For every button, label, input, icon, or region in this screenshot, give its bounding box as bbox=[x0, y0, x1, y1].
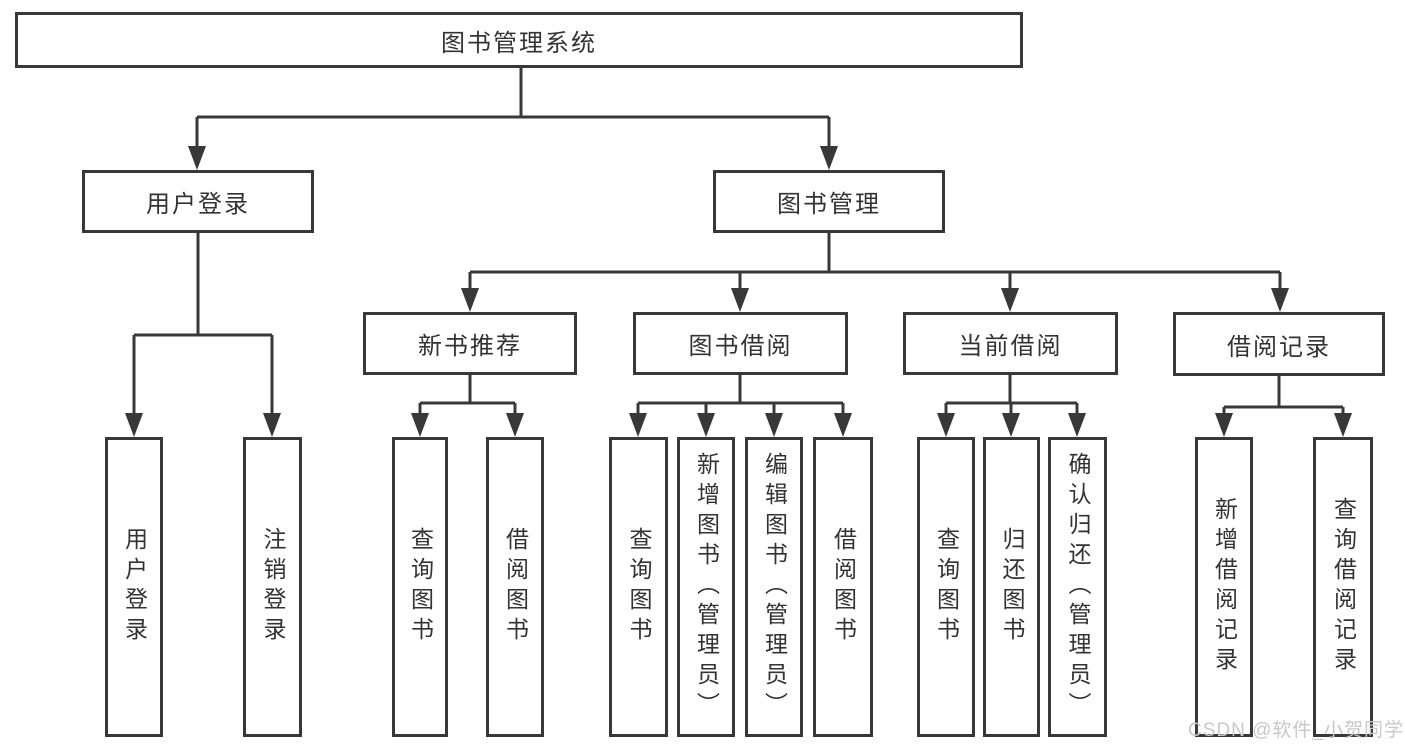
leaf-query-books-current: 查询图书 bbox=[917, 437, 975, 737]
leaf-query-books-recommend-label: 查询图书 bbox=[407, 527, 434, 647]
arrow-icon bbox=[263, 413, 281, 437]
csdn-watermark: CSDN @软件_小贺同学 bbox=[1188, 720, 1404, 741]
leaf-add-borrow-record: 新增借阅记录 bbox=[1195, 437, 1253, 737]
node-book-management: 图书管理 bbox=[713, 170, 945, 233]
node-user-login-label: 用户登录 bbox=[146, 191, 250, 218]
leaf-logout: 注销登录 bbox=[243, 437, 302, 737]
arrow-icon bbox=[937, 413, 955, 437]
leaf-borrow-books-label: 借阅图书 bbox=[830, 527, 857, 647]
arrow-icon bbox=[820, 146, 838, 170]
leaf-query-books-recommend: 查询图书 bbox=[392, 437, 448, 737]
leaf-borrow-books-recommend-label: 借阅图书 bbox=[502, 527, 529, 647]
leaf-add-borrow-record-label: 新增借阅记录 bbox=[1211, 497, 1238, 677]
leaf-query-borrow-record-label: 查询借阅记录 bbox=[1330, 497, 1357, 677]
node-book-borrowing-label: 图书借阅 bbox=[688, 333, 793, 360]
leaf-borrow-books-recommend: 借阅图书 bbox=[486, 437, 544, 737]
arrow-icon bbox=[731, 288, 749, 312]
node-borrowing-records: 借阅记录 bbox=[1173, 312, 1385, 376]
leaf-edit-book-admin-label: 编辑图书（管理员） bbox=[761, 452, 788, 722]
leaf-user-login: 用户登录 bbox=[105, 437, 163, 737]
arrow-icon bbox=[411, 413, 429, 437]
leaf-query-books-borrowing-label: 查询图书 bbox=[626, 527, 652, 647]
node-book-borrowing: 图书借阅 bbox=[633, 312, 848, 375]
leaf-query-books-current-label: 查询图书 bbox=[933, 527, 960, 647]
leaf-logout-label: 注销登录 bbox=[260, 527, 286, 647]
leaf-add-book-admin-label: 新增图书（管理员） bbox=[693, 452, 720, 722]
node-current-borrowing: 当前借阅 bbox=[903, 312, 1118, 375]
arrowheads bbox=[125, 146, 1352, 437]
leaf-query-borrow-record: 查询借阅记录 bbox=[1313, 437, 1373, 737]
node-new-book-recommend: 新书推荐 bbox=[363, 312, 577, 375]
leaf-borrow-books: 借阅图书 bbox=[813, 437, 873, 737]
arrow-icon bbox=[629, 413, 647, 437]
leaf-confirm-return-admin: 确认归还（管理员） bbox=[1048, 437, 1107, 737]
node-root: 图书管理系统 bbox=[15, 12, 1023, 68]
arrow-icon bbox=[125, 413, 143, 437]
arrow-icon bbox=[834, 413, 852, 437]
arrow-icon bbox=[765, 413, 783, 437]
arrow-icon bbox=[1002, 413, 1020, 437]
arrow-icon bbox=[506, 413, 524, 437]
node-book-management-label: 图书管理 bbox=[777, 191, 881, 218]
leaf-return-book: 归还图书 bbox=[983, 437, 1040, 737]
arrow-icon bbox=[1271, 288, 1289, 312]
leaf-confirm-return-admin-label: 确认归还（管理员） bbox=[1065, 452, 1091, 722]
node-current-borrowing-label: 当前借阅 bbox=[958, 333, 1063, 360]
node-borrowing-records-label: 借阅记录 bbox=[1227, 333, 1331, 361]
arrow-icon bbox=[697, 413, 715, 437]
leaf-query-books-borrowing: 查询图书 bbox=[609, 437, 668, 737]
leaf-return-book-label: 归还图书 bbox=[999, 527, 1025, 647]
arrow-icon bbox=[1215, 413, 1233, 437]
arrow-icon bbox=[188, 146, 206, 170]
node-root-label: 图书管理系统 bbox=[441, 29, 597, 57]
arrow-icon bbox=[1334, 413, 1352, 437]
leaf-add-book-admin: 新增图书（管理员） bbox=[677, 437, 735, 737]
node-user-login: 用户登录 bbox=[82, 170, 314, 233]
leaf-edit-book-admin: 编辑图书（管理员） bbox=[745, 437, 803, 737]
node-new-book-recommend-label: 新书推荐 bbox=[418, 333, 522, 360]
arrow-icon bbox=[461, 288, 479, 312]
arrow-icon bbox=[1068, 413, 1086, 437]
leaf-user-login-label: 用户登录 bbox=[121, 527, 148, 647]
arrow-icon bbox=[1001, 288, 1019, 312]
